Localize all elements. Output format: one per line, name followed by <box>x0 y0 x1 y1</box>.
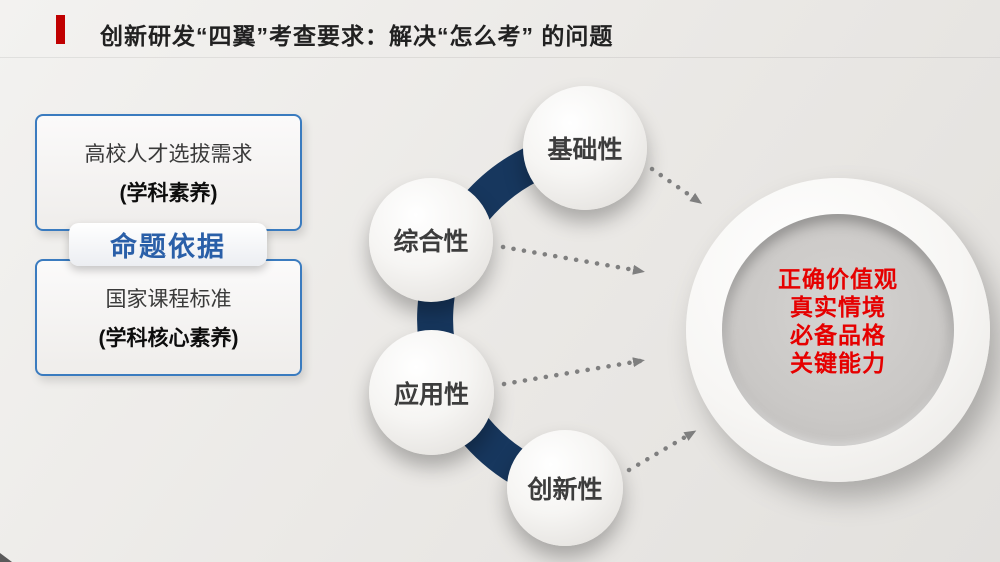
wing-label: 综合性 <box>393 228 469 256</box>
target-line-character: 必备品格 <box>790 322 886 348</box>
national-curriculum-box: 国家课程标准 (学科核心素养) <box>35 259 302 376</box>
wing-label: 应用性 <box>393 380 469 409</box>
target-text: 正确价值观 真实情境 必备品格 关键能力 <box>778 265 898 377</box>
target-outer-ring: 正确价值观 真实情境 必备品格 关键能力 <box>686 178 990 482</box>
target-line-situations: 真实情境 <box>790 294 886 320</box>
dotted-arrow-basic <box>649 166 703 204</box>
national-curriculum-text: 国家课程标准 <box>105 288 232 311</box>
university-needs-text: 高校人才选拔需求 <box>84 143 253 166</box>
wing-circle-basic: 基础性 <box>523 86 647 210</box>
wing-label: 创新性 <box>527 476 603 504</box>
wing-circle-innovative: 创新性 <box>507 430 623 546</box>
subject-literacy-text: (学科素养) <box>119 182 218 205</box>
wing-circle-comprehensive: 综合性 <box>369 178 493 302</box>
title-accent-bar <box>56 15 65 44</box>
proposition-basis-badge: 命题依据 <box>69 223 267 266</box>
title-divider <box>0 57 1000 58</box>
target-line-values: 正确价值观 <box>778 266 898 292</box>
corner-mark <box>0 553 12 562</box>
dotted-arrow-comprehensive <box>500 244 645 275</box>
dotted-arrow-innovative <box>626 430 697 473</box>
dotted-arrow-applied <box>501 357 645 387</box>
wing-label: 基础性 <box>547 136 623 164</box>
wing-circle-applied: 应用性 <box>369 330 494 455</box>
university-needs-box: 高校人才选拔需求 (学科素养) <box>35 114 302 231</box>
target-inner-circle: 正确价值观 真实情境 必备品格 关键能力 <box>722 214 954 446</box>
core-literacy-text: (学科核心素养) <box>98 327 239 350</box>
target-line-ability: 关键能力 <box>790 350 886 376</box>
slide-title: 创新研发“四翼”考查要求：解决“怎么考” 的问题 <box>100 23 614 49</box>
